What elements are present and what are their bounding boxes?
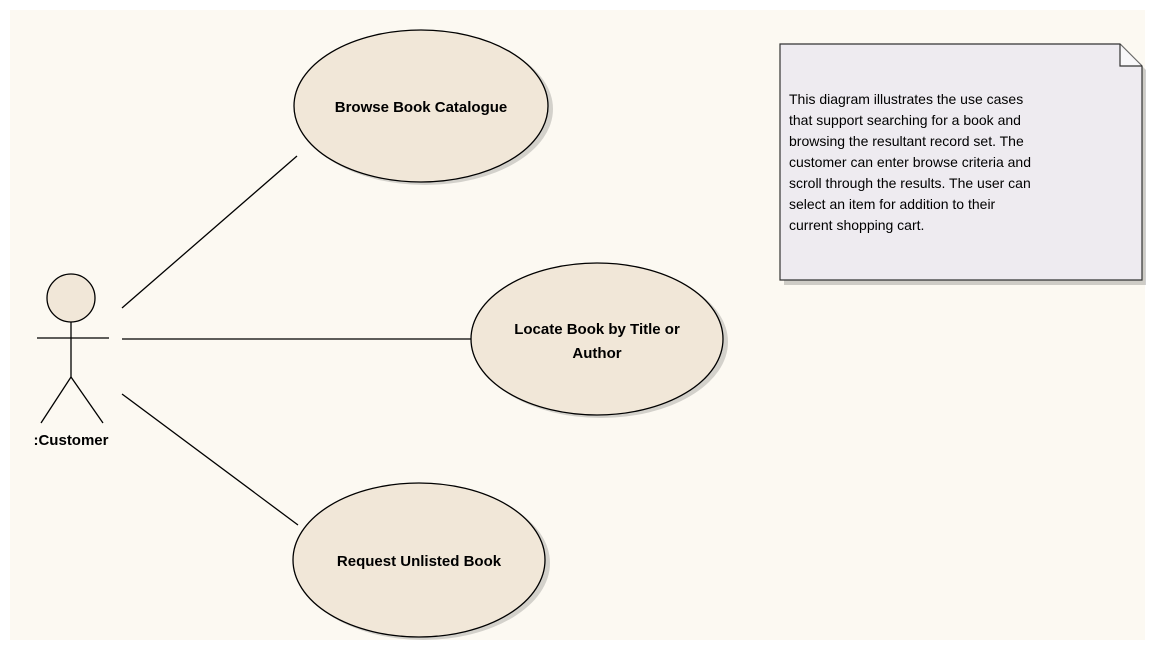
use-case-request-unlisted-book[interactable]: Request Unlisted Book xyxy=(292,482,550,640)
note-line-2: that support searching for a book and xyxy=(789,112,1021,128)
use-case-browse-book-catalogue[interactable]: Browse Book Catalogue xyxy=(293,29,553,185)
note-folded-corner xyxy=(1119,44,1142,67)
use-case-ellipse xyxy=(293,29,549,183)
actor-customer[interactable]: :Customer xyxy=(33,273,109,449)
associations xyxy=(121,155,472,526)
actor-right-leg xyxy=(70,376,104,424)
association-line-browse xyxy=(121,155,298,309)
note-line-6: select an item for addition to their xyxy=(789,196,996,212)
use-case-ellipse xyxy=(292,482,546,638)
use-case-label-line-2: Author xyxy=(572,345,621,362)
use-case-label: Request Unlisted Book xyxy=(337,553,502,570)
note-line-5: scroll through the results. The user can xyxy=(789,175,1031,191)
note-line-3: browsing the resultant record set. The xyxy=(789,133,1024,149)
note[interactable]: This diagram illustrates the use cases t… xyxy=(779,43,1146,285)
use-case-label-line-1: Locate Book by Title or xyxy=(514,321,680,338)
note-line-1: This diagram illustrates the use cases xyxy=(789,91,1023,107)
actor-head xyxy=(46,273,96,323)
note-line-7: current shopping cart. xyxy=(789,217,924,233)
note-line-4: customer can enter browse criteria and xyxy=(789,154,1031,170)
use-case-ellipse xyxy=(470,262,724,416)
note-body xyxy=(779,43,1143,281)
use-case-locate-book[interactable]: Locate Book by Title or Author xyxy=(470,262,728,418)
use-case-label: Browse Book Catalogue xyxy=(335,99,508,116)
association-line-request xyxy=(121,393,299,526)
actor-left-leg xyxy=(40,376,72,424)
actor-label: :Customer xyxy=(33,432,108,449)
